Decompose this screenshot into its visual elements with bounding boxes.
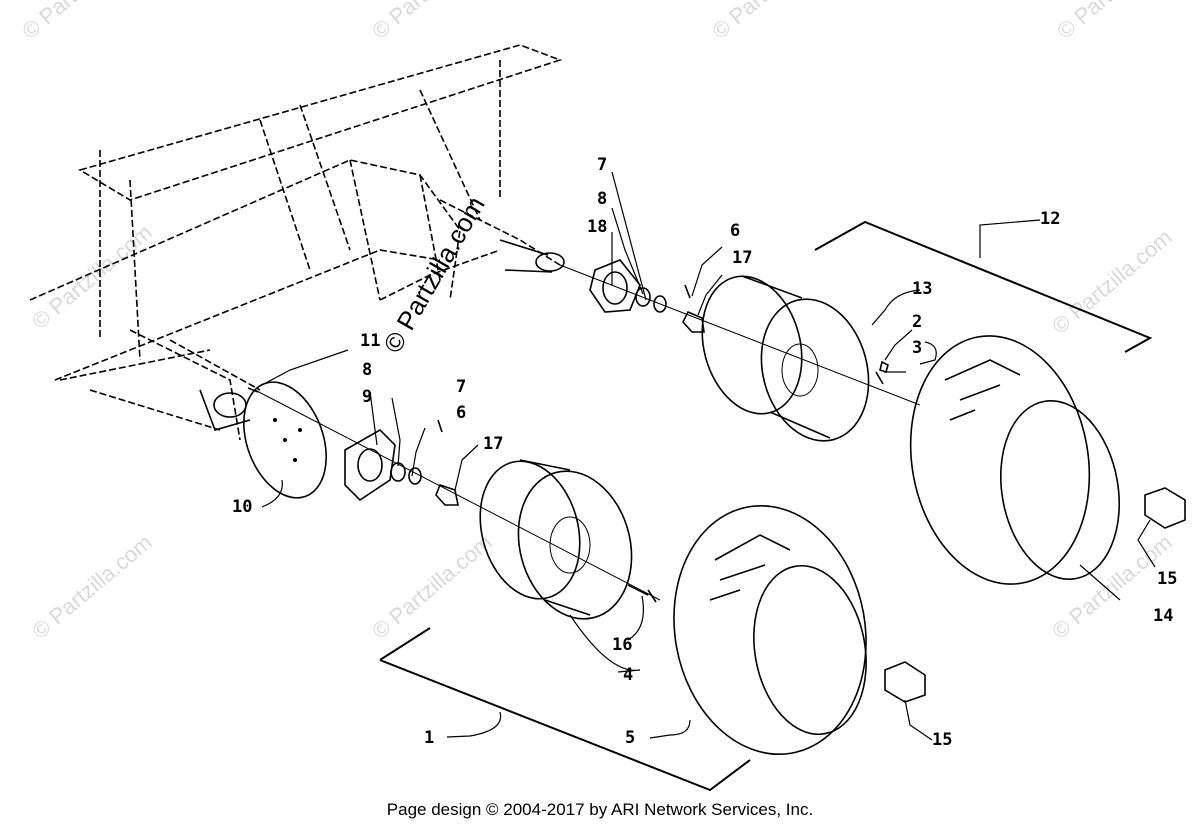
callout-3: 3 [912,338,922,358]
upper-tire [909,335,1121,585]
watermark: © Partzilla.com [367,529,497,643]
callout-17-upper: 17 [732,248,752,268]
watermark: © Partzilla.com [17,0,147,44]
assembly-brackets [379,220,1153,792]
lower-tire [673,504,867,756]
callout-11: 11 [360,331,380,351]
callout-13: 13 [912,279,932,299]
watermark: © Partzilla.com [367,0,497,44]
watermark: © Partzilla.com [27,529,157,643]
callout-16: 16 [612,635,632,655]
callout-12: 12 [1040,209,1060,229]
lower-hub-assembly [254,389,661,601]
callout-4: 4 [623,665,633,685]
callout-10: 10 [232,497,252,517]
callout-17-lower: 17 [483,434,503,454]
callout-2: 2 [912,312,922,332]
background-watermarks: © Partzilla.com © Partzilla.com © Partzi… [17,0,1182,644]
footer-copyright: Page design © 2004-2017 by ARI Network S… [386,800,814,819]
callout-1: 1 [424,728,434,748]
callout-14: 14 [1153,606,1173,626]
callout-6-lower: 6 [456,403,466,423]
callout-18: 18 [587,217,607,237]
callout-7-lower: 7 [456,377,466,397]
upper-hub-assembly [559,259,921,406]
watermark: © Partzilla.com [707,0,837,44]
callout-15-lower: 15 [932,730,952,750]
upper-wheel-rim [701,275,870,442]
callout-7-upper: 7 [597,155,607,175]
callout-8-lower: 8 [362,360,372,380]
callout-9: 9 [362,387,372,407]
small-hardware [247,284,889,603]
center-caps [884,487,1186,703]
leader-lines [261,171,1156,741]
callout-15-upper: 15 [1157,569,1177,589]
center-watermark: © Partzilla.com [377,191,491,358]
callout-8-upper: 8 [597,189,607,209]
callout-5: 5 [625,728,635,748]
brake-disc [243,381,327,499]
lower-wheel-rim [479,459,633,620]
vehicle-frame [29,44,563,441]
callout-6-upper: 6 [730,221,740,241]
callout-labels: 1 2 3 4 5 6 6 7 7 8 8 9 10 11 12 13 14 1… [232,155,1177,750]
watermark: © Partzilla.com [1052,0,1182,44]
